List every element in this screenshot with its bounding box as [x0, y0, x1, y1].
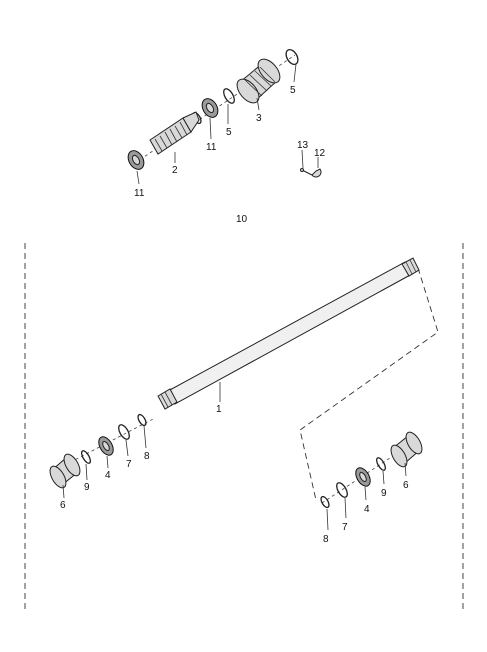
fastener-parts-12-13 — [300, 168, 322, 178]
shaft-part-2 — [149, 111, 200, 155]
gear-part-4-right — [355, 467, 371, 487]
callout-10: 10 — [236, 214, 248, 225]
callout-4-right: 4 — [364, 504, 370, 515]
callout-12: 12 — [314, 148, 326, 159]
upper-assembly — [127, 48, 322, 185]
sleeve-part-6-left — [49, 453, 81, 489]
callout-13: 13 — [297, 140, 309, 151]
gear-part-4-left — [98, 436, 114, 456]
callout-7-right: 7 — [342, 522, 348, 533]
callout-11-lower: 11 — [134, 188, 145, 199]
gear-part-11-lower — [127, 150, 145, 170]
assembly-frame — [24, 243, 464, 612]
callout-6-left: 6 — [60, 500, 66, 511]
callout-8-right: 8 — [323, 534, 329, 545]
callout-5-lower: 5 — [226, 127, 232, 138]
callout-9-left: 9 — [84, 482, 90, 493]
snap-ring-5-top — [285, 48, 299, 66]
callout-7-left: 7 — [126, 459, 132, 470]
callout-4-left: 4 — [105, 470, 111, 481]
callout-3: 3 — [256, 113, 262, 124]
lower-left-parts — [49, 413, 156, 489]
callout-5-upper: 5 — [290, 85, 296, 96]
sleeve-part-3 — [236, 58, 281, 104]
callout-6-right: 6 — [403, 480, 409, 491]
callout-11-upper: 11 — [206, 142, 217, 153]
callout-8-left: 8 — [144, 451, 150, 462]
lower-right-parts — [320, 431, 423, 509]
sleeve-part-6-right — [390, 431, 423, 468]
shaft-part-1 — [157, 257, 420, 410]
callout-2: 2 — [172, 165, 178, 176]
gear-part-11-upper — [201, 98, 219, 118]
callout-9-right: 9 — [381, 488, 387, 499]
callout-1: 1 — [216, 404, 222, 415]
